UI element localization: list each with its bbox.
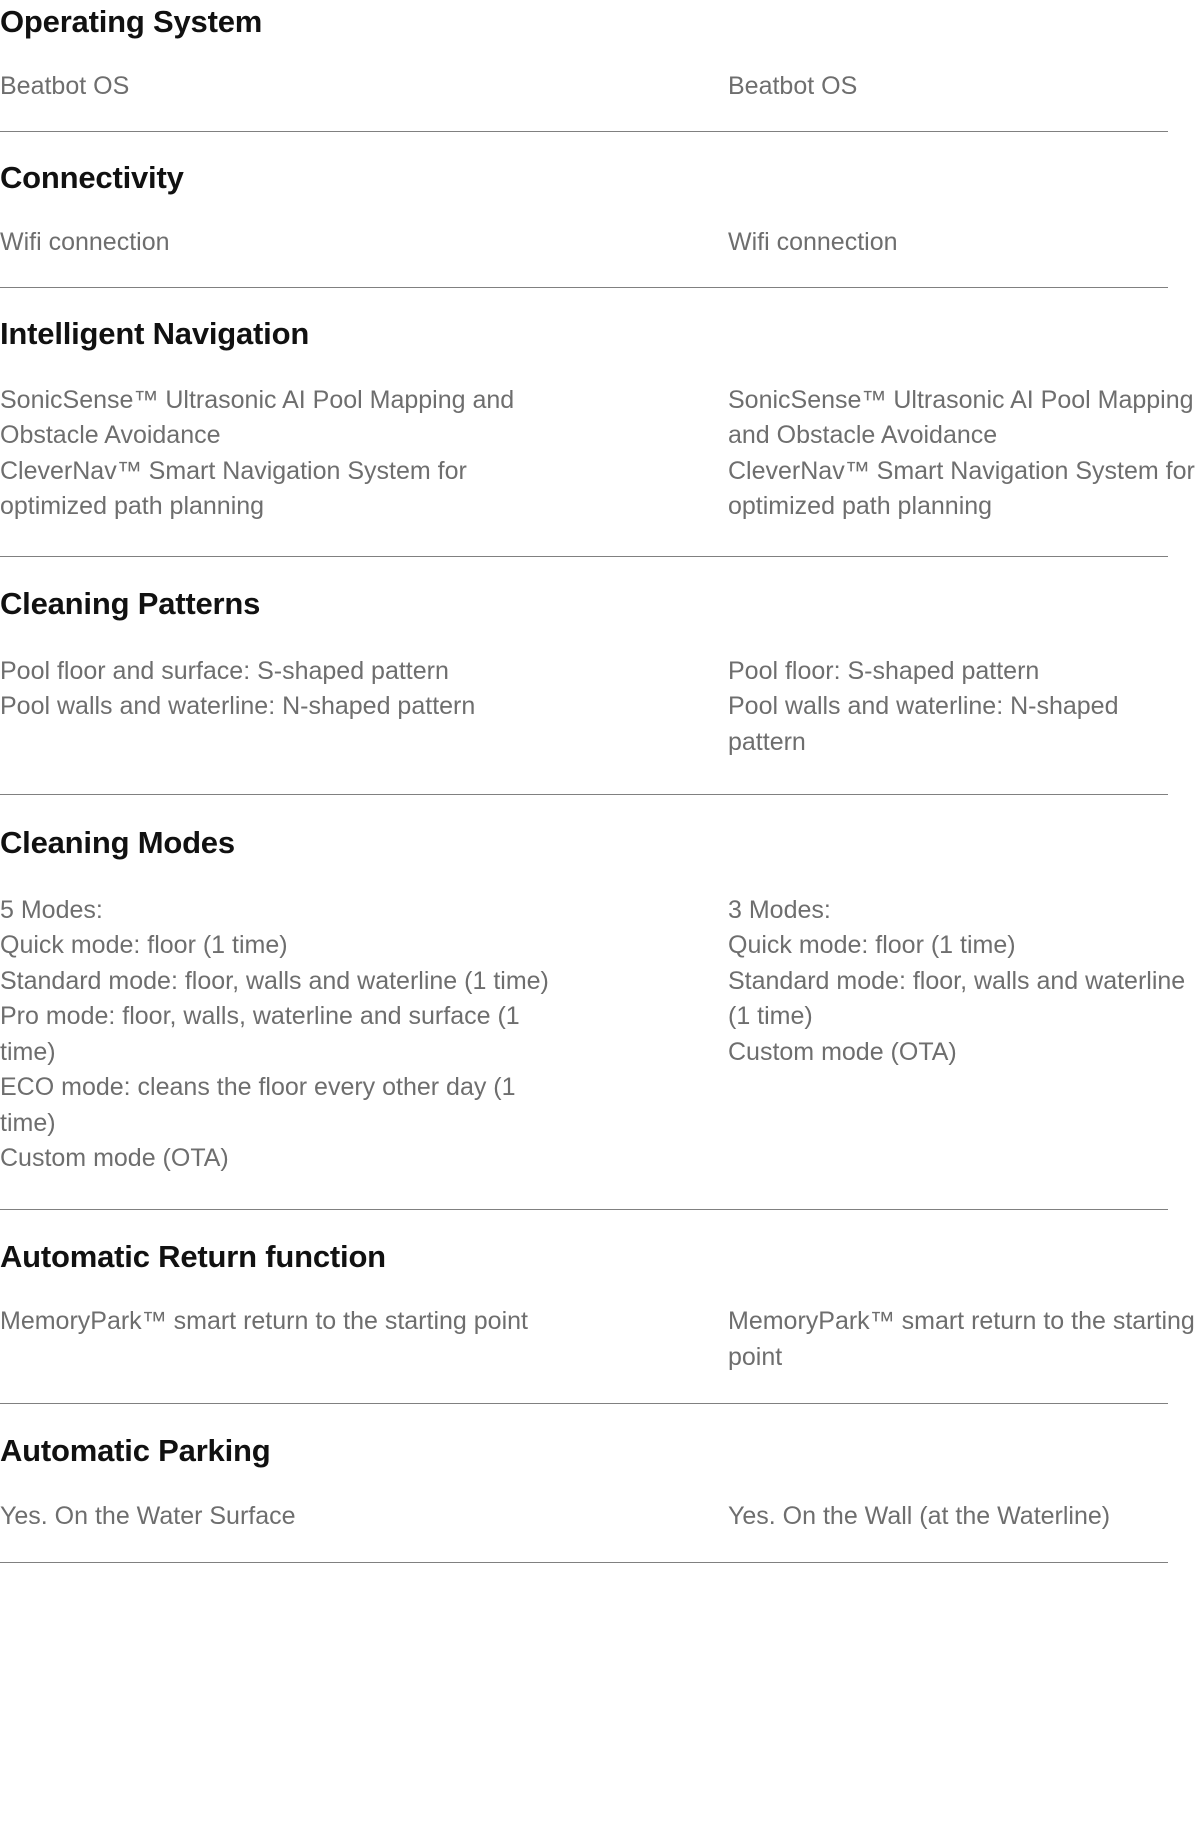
section-values-cleaning-patterns: Pool floor and surface: S-shaped pattern… <box>0 622 1200 761</box>
section-heading-operating-system: Operating System <box>0 4 263 39</box>
product-comparison-table: Operating System Beatbot OS Beatbot OS C… <box>0 0 1200 1564</box>
section-heading-intelligent-navigation: Intelligent Navigation <box>0 316 310 352</box>
value-cell-right-intelligent-navigation: SonicSense™ Ultrasonic AI Pool Mapping a… <box>728 385 1195 521</box>
section-values-cleaning-modes: 5 Modes: Quick mode: floor (1 time) Stan… <box>0 861 1200 1177</box>
section-heading-connectivity: Connectivity <box>0 160 184 196</box>
value-cell-right-operating-system: Beatbot OS <box>728 71 858 100</box>
section-divider <box>0 1562 1168 1564</box>
value-cell-right-automatic-return-function: MemoryPark™ smart return to the starting… <box>728 1307 1195 1371</box>
section-divider <box>0 131 1168 133</box>
spec-section-operating-system: Operating System Beatbot OS Beatbot OS <box>0 0 1200 133</box>
section-divider <box>0 287 1168 289</box>
value-cell-right-connectivity: Wifi connection <box>728 227 898 256</box>
section-divider <box>0 555 1168 557</box>
section-values-connectivity: Wifi connection Wifi connection <box>0 196 1200 261</box>
spec-section-connectivity: Connectivity Wifi connection Wifi connec… <box>0 132 1200 289</box>
section-values-operating-system: Beatbot OS Beatbot OS <box>0 40 1200 105</box>
section-heading-cleaning-modes: Cleaning Modes <box>0 825 235 861</box>
section-values-intelligent-navigation: SonicSense™ Ultrasonic AI Pool Mapping a… <box>0 352 1200 525</box>
section-values-automatic-parking: Yes. On the Water Surface Yes. On the Wa… <box>0 1469 1200 1535</box>
spec-section-intelligent-navigation: Intelligent Navigation SonicSense™ Ultra… <box>0 288 1200 557</box>
value-cell-right-automatic-parking: Yes. On the Wall (at the Waterline) <box>728 1501 1111 1530</box>
value-cell-left-intelligent-navigation: SonicSense™ Ultrasonic AI Pool Mapping a… <box>0 385 515 521</box>
value-cell-left-connectivity: Wifi connection <box>0 227 170 256</box>
spec-section-automatic-return-function: Automatic Return function MemoryPark™ sm… <box>0 1210 1200 1405</box>
spec-section-cleaning-patterns: Cleaning Patterns Pool floor and surface… <box>0 557 1200 796</box>
section-heading-automatic-parking: Automatic Parking <box>0 1433 271 1469</box>
section-heading-automatic-return-function: Automatic Return function <box>0 1238 386 1274</box>
section-divider <box>0 1208 1168 1210</box>
section-divider <box>0 1403 1168 1405</box>
value-cell-right-cleaning-patterns: Pool floor: S-shaped pattern Pool walls … <box>728 656 1119 756</box>
value-cell-left-cleaning-modes: 5 Modes: Quick mode: floor (1 time) Stan… <box>0 895 549 1173</box>
value-cell-left-automatic-return-function: MemoryPark™ smart return to the starting… <box>0 1307 528 1336</box>
spec-section-automatic-parking: Automatic Parking Yes. On the Water Surf… <box>0 1404 1200 1564</box>
section-values-automatic-return-function: MemoryPark™ smart return to the starting… <box>0 1274 1200 1375</box>
section-heading-cleaning-patterns: Cleaning Patterns <box>0 585 261 621</box>
section-divider <box>0 794 1168 796</box>
value-cell-right-cleaning-modes: 3 Modes: Quick mode: floor (1 time) Stan… <box>728 895 1186 1066</box>
value-cell-left-operating-system: Beatbot OS <box>0 71 130 100</box>
spec-section-cleaning-modes: Cleaning Modes 5 Modes: Quick mode: floo… <box>0 795 1200 1210</box>
value-cell-left-cleaning-patterns: Pool floor and surface: S-shaped pattern… <box>0 656 476 721</box>
value-cell-left-automatic-parking: Yes. On the Water Surface <box>0 1501 296 1530</box>
